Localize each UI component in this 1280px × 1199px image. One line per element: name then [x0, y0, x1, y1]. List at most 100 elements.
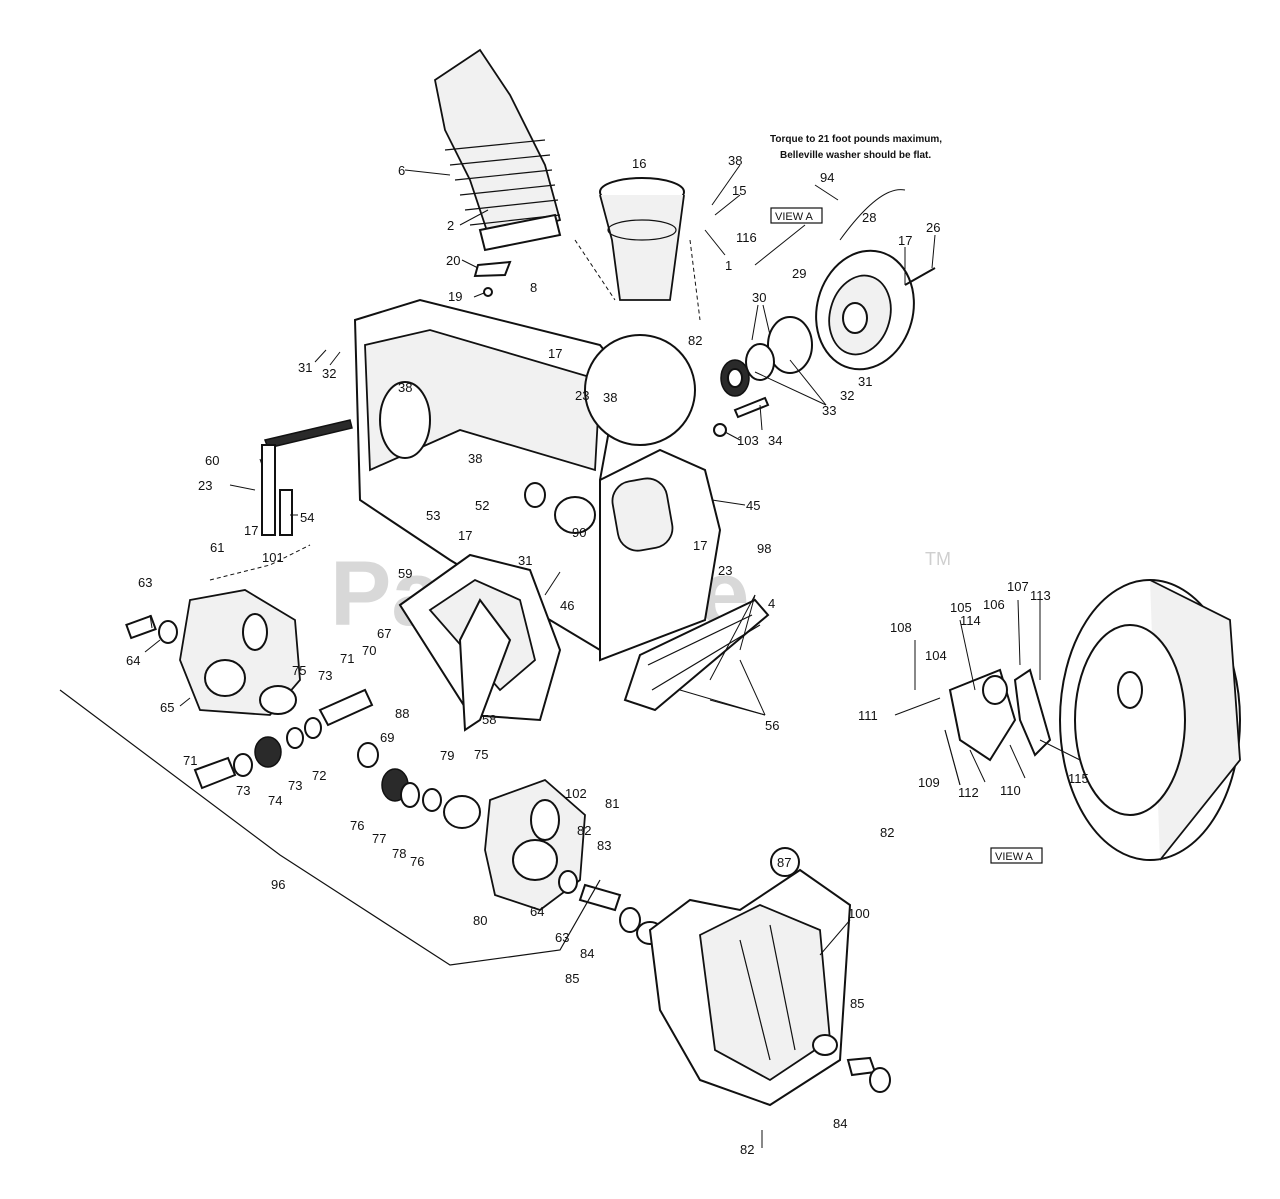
callout-82-top: 82 [688, 333, 702, 348]
callout-74: 74 [268, 793, 282, 808]
callout-79: 79 [440, 748, 454, 763]
callout-60: 60 [205, 453, 219, 468]
callout-32-left: 32 [322, 366, 336, 381]
view-a-label-bottom: VIEW A [995, 851, 1034, 863]
bearing-flange [720, 316, 813, 397]
auger-spiral [648, 868, 852, 1107]
gearbox-left-half [179, 589, 301, 716]
callout-52: 52 [475, 498, 489, 513]
callout-17-pulley: 17 [898, 233, 912, 248]
assembly-bracket-96 [59, 689, 601, 966]
callout-107: 107 [1007, 579, 1029, 594]
callout-23-housing: 23 [575, 388, 589, 403]
callout-75-left: 75 [292, 663, 306, 678]
callout-64-left: 64 [126, 653, 140, 668]
callout-56: 56 [765, 718, 779, 733]
callout-38-top: 38 [728, 153, 742, 168]
callout-105: 105 [950, 600, 972, 615]
callout-75-right: 75 [474, 747, 488, 762]
callout-29: 29 [792, 266, 806, 281]
skid-bracket-strap [263, 419, 353, 449]
callout-76-right: 76 [410, 854, 424, 869]
bearing-85-right [812, 1034, 838, 1056]
callout-54: 54 [300, 510, 314, 525]
view-a-box-bottom [990, 847, 1043, 864]
callout-67: 67 [377, 626, 391, 641]
callout-38-housing: 38 [398, 380, 412, 395]
callout-6: 6 [398, 163, 405, 178]
callout-83: 83 [597, 838, 611, 853]
callout-115: 115 [1068, 771, 1089, 786]
shaft-71 [318, 688, 374, 727]
callout-1: 1 [725, 258, 732, 273]
callout-63-right: 63 [555, 930, 569, 945]
callout-106: 106 [983, 597, 1005, 612]
callout-113: 113 [1030, 588, 1051, 603]
callout-82-bottom: 82 [740, 1142, 754, 1157]
callout-111: 111 [858, 708, 878, 723]
callout-32-right: 32 [840, 388, 854, 403]
callout-59: 59 [398, 566, 412, 581]
callout-104: 104 [925, 648, 947, 663]
callout-84-right: 84 [833, 1116, 847, 1131]
callout-19: 19 [448, 289, 462, 304]
bracket-101 [209, 544, 311, 581]
callout-4: 4 [768, 596, 775, 611]
washer-84-right [869, 1067, 891, 1093]
callout-71-bottom: 71 [183, 753, 197, 768]
bushing-78 [400, 782, 420, 808]
callout-88: 88 [395, 706, 409, 721]
callout-26: 26 [926, 220, 940, 235]
pulley-bolt [904, 267, 936, 286]
callout-34: 34 [768, 433, 782, 448]
callout-38-impeller: 38 [603, 390, 617, 405]
shaft-34 [733, 396, 770, 419]
callout-98: 98 [757, 541, 771, 556]
callout-73-bottom: 73 [288, 778, 302, 793]
callout-46: 46 [560, 598, 574, 613]
callout-101: 101 [262, 550, 284, 565]
callout-78: 78 [392, 846, 406, 861]
bearing-75-right [443, 795, 481, 829]
callout-76-left: 76 [350, 818, 364, 833]
callout-103: 103 [737, 433, 759, 448]
impeller [398, 553, 562, 732]
callout-82-view-a: 82 [880, 825, 894, 840]
scraper-bar [261, 444, 276, 536]
callout-65: 65 [160, 700, 174, 715]
callout-28: 28 [862, 210, 876, 225]
callout-8: 8 [530, 280, 537, 295]
auger-housing [353, 298, 722, 662]
callout-45: 45 [746, 498, 760, 513]
callout-87: 87 [777, 855, 791, 870]
bar-54 [279, 489, 293, 536]
bearing-64-left [158, 620, 178, 644]
watermark-trademark: TM [925, 549, 951, 569]
chute-deflector-plate [473, 260, 512, 278]
callout-84-left: 84 [580, 946, 594, 961]
callout-23-side: 23 [718, 563, 732, 578]
callout-116: 116 [736, 230, 757, 245]
callout-100: 100 [848, 906, 870, 921]
drive-belt-98 [623, 598, 770, 712]
worm-gear-74 [254, 736, 282, 768]
callout-23-left: 23 [198, 478, 212, 493]
callout-64-right: 64 [530, 904, 544, 919]
callout-20: 20 [446, 253, 460, 268]
bearing-75-left [259, 685, 297, 715]
callout-30: 30 [752, 290, 766, 305]
callout-81: 81 [605, 796, 619, 811]
callout-38-housing-front: 38 [468, 451, 482, 466]
washer-76 [357, 742, 379, 768]
callout-102: 102 [565, 786, 587, 801]
callout-17-side: 17 [693, 538, 707, 553]
callout-82-gearbox: 82 [577, 823, 591, 838]
callout-94: 94 [820, 170, 834, 185]
washer-76b [422, 788, 442, 812]
callout-85-right: 85 [850, 996, 864, 1011]
washer-103 [713, 423, 727, 437]
callout-77: 77 [372, 831, 386, 846]
callout-70: 70 [362, 643, 376, 658]
callout-16: 16 [632, 156, 646, 171]
